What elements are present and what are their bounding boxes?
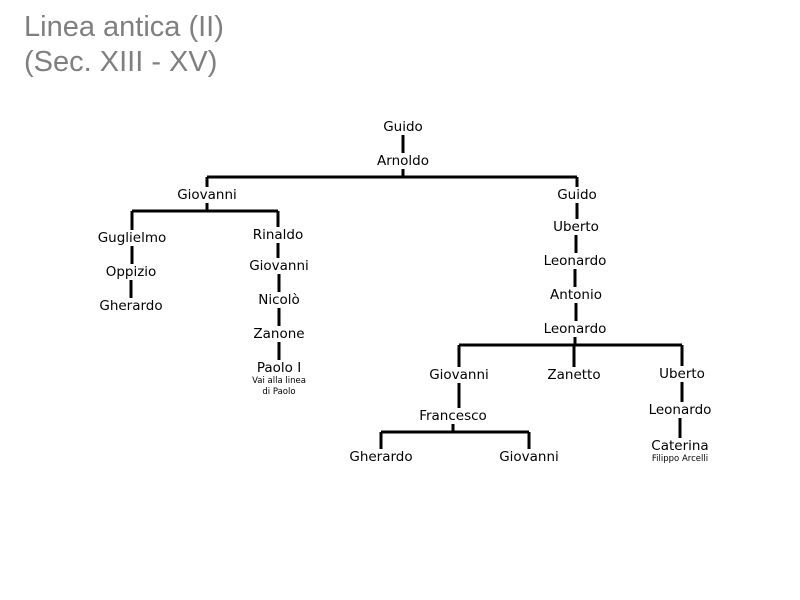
person-giovanni1: Giovanni <box>175 187 239 203</box>
person-oppizio: Oppizio <box>103 264 159 280</box>
person-gherardo2: Gherardo <box>347 449 415 465</box>
person-giovanni4: Giovanni <box>497 449 561 465</box>
person-arnoldo: Arnoldo <box>375 153 431 169</box>
person-nicolo: Nicolò <box>256 292 302 308</box>
person-uberto2: Uberto <box>657 366 707 382</box>
title-line-1: Linea antica (II) <box>24 11 224 43</box>
person-antonio: Antonio <box>548 287 604 303</box>
person-zanetto: Zanetto <box>545 367 603 383</box>
person-leonardo3: Leonardo <box>646 402 714 418</box>
page-title: Linea antica (II) (Sec. XIII - XV) <box>24 10 224 80</box>
person-guglielmo: Guglielmo <box>95 230 169 246</box>
person-caterina[interactable]: Caterina <box>649 438 711 454</box>
title-line-2: (Sec. XIII - XV) <box>24 46 218 78</box>
person-guido1: Guido <box>381 119 425 135</box>
person-giovanni3: Giovanni <box>427 367 491 383</box>
person-giovanni2: Giovanni <box>247 258 311 274</box>
person-guido2: Guido <box>555 187 599 203</box>
person-zanone: Zanone <box>251 326 307 342</box>
person-francesco: Francesco <box>417 408 489 424</box>
person-paolo[interactable]: Paolo I <box>254 360 304 376</box>
note-line: Vai alla linea <box>252 376 306 386</box>
person-uberto1: Uberto <box>551 219 601 235</box>
note-caterina: Filippo Arcelli <box>651 454 709 465</box>
person-rinaldo: Rinaldo <box>250 227 306 243</box>
note-line: di Paolo <box>262 387 296 397</box>
person-leonardo1: Leonardo <box>541 253 609 269</box>
note-line: Filippo Arcelli <box>651 454 709 464</box>
person-gherardo1: Gherardo <box>97 298 165 314</box>
person-leonardo2: Leonardo <box>541 321 609 337</box>
